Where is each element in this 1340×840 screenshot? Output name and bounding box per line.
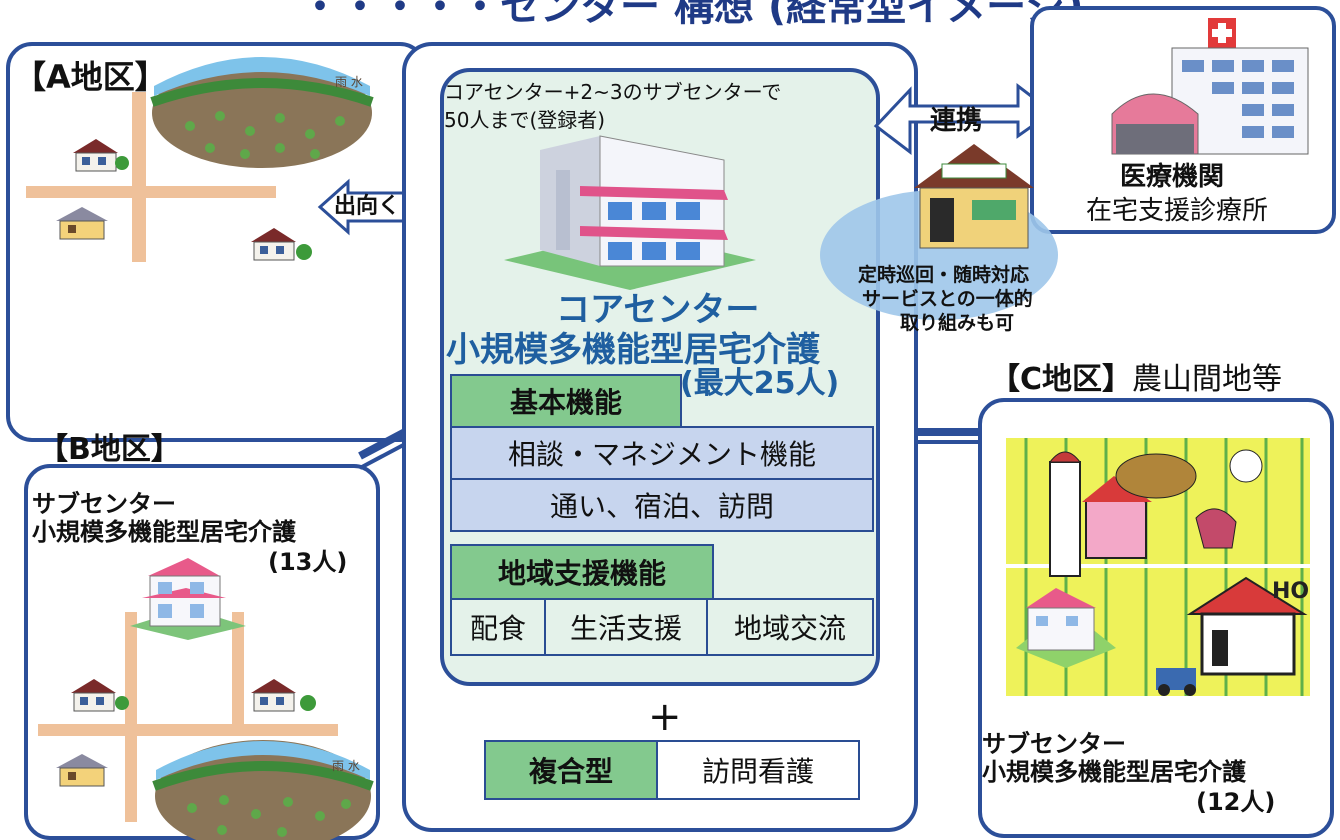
core-note-line1: コアセンター+2~3のサブセンターで [444,80,782,104]
area-c-sub-line1: サブセンター [982,730,1126,758]
area-b-sub-line3: (13人) [268,548,348,576]
core-service: 小規模多機能型居宅介護 [446,330,820,370]
area-a-label: 【A地区】 [14,58,167,96]
area-b-road-h [38,724,338,736]
go-out-label: 出向く [334,194,401,219]
area-b-field-marks: 雨 水 [332,759,360,773]
area-b-label: 【B地区】 [38,432,181,467]
sub-center-building-icon [130,558,246,640]
house-icon [251,228,312,261]
area-c-label-bracket: 【C地区】 [990,362,1133,397]
connector-c-center [916,428,984,436]
core-center-building-icon [504,135,756,290]
house-icon [71,679,129,712]
patrol-line3: 取り組みも可 [900,312,1015,334]
station-building-icon [914,144,1034,249]
community-function-item: 配食 [450,598,546,656]
connector-c-center [916,440,984,444]
area-c-sub-line3: (12人) [1196,788,1276,816]
area-c-label: 【C地区】農山間地等 [990,354,1282,398]
hospital-icon [1111,18,1309,155]
medical-line2: 在宅支援診療所 [1086,196,1269,226]
core-note-line2: 50人まで(登録者) [444,108,606,132]
page-title: ・・・・・センター 構想 (経常型イメージ) [300,0,1084,30]
patrol-line1: 定時巡回・随時対応 [858,264,1030,286]
combo-type-item: 訪問看護 [656,740,860,800]
house-icon [73,139,129,172]
plus-sign: + [648,694,682,740]
area-b-field-image: 雨 水 [152,740,374,840]
community-function-item: 地域交流 [706,598,874,656]
farm-scene-image: HO [1006,438,1310,696]
combo-type-header: 複合型 [484,740,658,800]
core-capacity: (最大25人) [680,366,840,401]
area-b-sub-line2: 小規模多機能型居宅介護 [32,518,296,546]
area-a-field-marks: 雨 水 [335,75,363,89]
core-title: コアセンター [556,290,760,330]
area-c-sub-line2: 小規模多機能型居宅介護 [982,758,1246,786]
house-icon [56,207,108,240]
patrol-line2: サービスとの一体的 [862,288,1033,310]
medical-line1: 医療機関 [1120,162,1225,192]
basic-function-item: 相談・マネジメント機能 [450,426,874,480]
area-a-road-h [26,186,276,198]
community-function-item: 生活支援 [544,598,708,656]
house-icon [56,754,108,787]
area-b-sub-line1: サブセンター [32,490,176,518]
farm-sign: HO [1272,579,1309,604]
basic-function-item: 通い、宿泊、訪問 [450,478,874,532]
link-label: 連携 [930,106,983,136]
area-c-label-rest: 農山間地等 [1132,362,1283,397]
basic-function-header: 基本機能 [450,374,682,428]
house-icon [251,679,316,712]
area-a-field-image: 雨 水 [150,57,374,168]
community-function-header: 地域支援機能 [450,544,714,600]
area-b-road-v [232,612,244,728]
area-b-road-v [125,612,137,822]
area-a-road-v [132,92,146,262]
